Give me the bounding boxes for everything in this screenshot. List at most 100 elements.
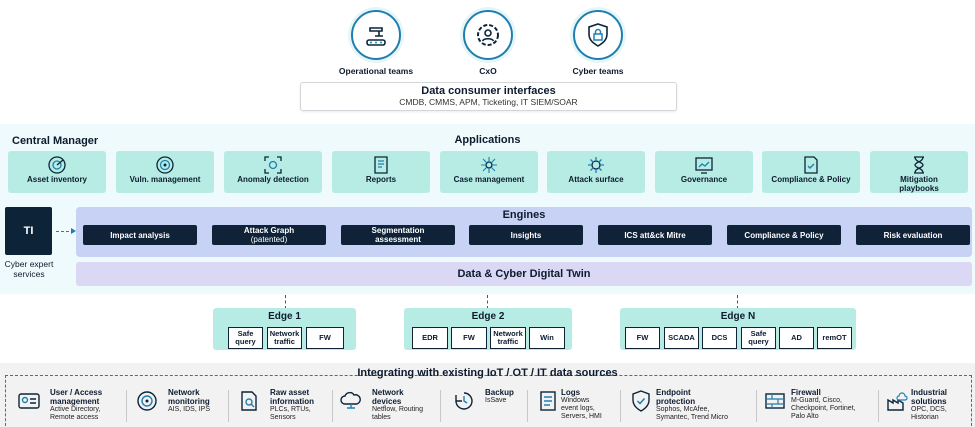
document-check-icon <box>762 155 860 175</box>
app-label: Compliance & Policy <box>771 175 851 184</box>
divider <box>332 390 333 422</box>
radar-target-icon <box>134 388 160 414</box>
app-case-management[interactable]: Case management <box>440 151 538 193</box>
engine-label: Segmentation assessment <box>371 226 425 244</box>
engine-insights[interactable]: Insights <box>469 225 583 245</box>
engine-compliance-policy[interactable]: Compliance & Policy <box>727 225 841 245</box>
persona-label: Cyber teams <box>572 66 624 76</box>
integration-panel <box>0 363 975 427</box>
source-title: Network monitoring <box>168 388 210 406</box>
central-manager-title: Central Manager <box>12 135 99 147</box>
divider <box>527 390 528 422</box>
persona-cyber-teams: Cyber teams <box>553 10 643 76</box>
log-list-icon <box>535 388 561 414</box>
app-label: Governance <box>680 175 728 184</box>
source-title: Firewall <box>791 388 821 397</box>
edge-title: Edge 1 <box>268 311 301 322</box>
edge-1-panel: Edge 1 Safe query Network traffic FW <box>213 308 356 350</box>
edge-chip: Win <box>529 327 565 349</box>
source-desc: Windows event logs, Servers, HMI <box>561 397 602 420</box>
app-label: Asset inventory <box>26 175 88 184</box>
app-reports[interactable]: Reports <box>332 151 430 193</box>
app-label: Mitigation playbooks <box>899 175 939 193</box>
persona-label: Operational teams <box>338 66 414 76</box>
integration-border <box>5 375 972 426</box>
app-asset-inventory[interactable]: Asset inventory <box>8 151 106 193</box>
app-governance[interactable]: Governance <box>655 151 753 193</box>
firewall-icon <box>762 388 788 414</box>
divider <box>878 390 879 422</box>
edge-title: Edge 2 <box>471 311 505 322</box>
source-title: Endpoint protection <box>656 388 696 406</box>
engine-segmentation-assessment[interactable]: Segmentation assessment <box>341 225 455 245</box>
edge-chip: Network traffic <box>267 327 302 349</box>
app-anomaly-detection[interactable]: Anomaly detection <box>224 151 322 193</box>
scan-eye-icon <box>224 155 322 175</box>
report-icon <box>332 155 430 175</box>
network-node-icon <box>440 155 538 175</box>
edge-2-panel: Edge 2 EDR FW Network traffic Win <box>404 308 572 350</box>
integration-title: Integrating with existing IoT / OT / IT … <box>357 367 618 379</box>
edge-chip: SCADA <box>664 327 699 349</box>
engine-label: Compliance & Policy <box>744 230 824 240</box>
engine-attack-graph[interactable]: Attack Graph(patented) <box>212 225 326 245</box>
edge-connector <box>737 295 738 309</box>
app-label: Attack surface <box>568 175 624 184</box>
engines-title: Engines <box>502 209 546 221</box>
ti-arrow <box>56 228 76 234</box>
persona-cxo: CxO <box>443 10 533 76</box>
divider <box>440 390 441 422</box>
engine-label: Risk evaluation <box>883 230 943 240</box>
edge-chip: Safe query <box>228 327 263 349</box>
source-title: Industrial solutions <box>911 388 948 406</box>
factory-cloud-icon <box>884 388 910 414</box>
source-desc: M-Guard, Cisco, Checkpoint, Fortinet, Pa… <box>791 397 856 420</box>
engine-sublabel: (patented) <box>250 235 288 244</box>
engine-label: ICS att&ck Mitre <box>624 230 686 240</box>
data-consumer-interfaces: Data consumer interfaces CMDB, CMMS, APM… <box>300 82 677 111</box>
app-mitigation-playbooks[interactable]: Mitigation playbooks <box>870 151 968 193</box>
source-title: Network devices <box>372 388 404 406</box>
engine-impact-analysis[interactable]: Impact analysis <box>83 225 197 245</box>
consumer-title: Data consumer interfaces <box>421 85 556 97</box>
user-card-icon <box>16 388 42 414</box>
target-icon <box>116 155 214 175</box>
source-desc: Sophos, McAfee, Symantec, Trend Micro <box>656 406 728 421</box>
hourglass-icon <box>870 155 968 175</box>
divider <box>126 390 127 422</box>
source-desc: IsSave <box>485 397 507 404</box>
source-title: Backup <box>485 388 514 397</box>
app-compliance-policy[interactable]: Compliance & Policy <box>762 151 860 193</box>
document-search-icon <box>236 388 262 414</box>
app-attack-surface[interactable]: Attack surface <box>547 151 645 193</box>
shield-lock-icon <box>573 10 623 60</box>
engine-label: Attack Graph <box>243 226 295 235</box>
edge-chip: EDR <box>412 327 448 349</box>
divider <box>756 390 757 422</box>
edge-chip: Network traffic <box>490 327 526 349</box>
ti-caption: Cyber expert services <box>4 259 54 279</box>
source-desc: PLCs, RTUs, Sensors <box>270 406 311 421</box>
dashboard-icon <box>655 155 753 175</box>
engine-risk-evaluation[interactable]: Risk evaluation <box>856 225 970 245</box>
edge-chip: AD <box>779 327 814 349</box>
edge-n-panel: Edge N FW SCADA DCS Safe query AD remOT <box>620 308 856 350</box>
applications-title: Applications <box>454 134 521 146</box>
app-label: Vuln. management <box>129 175 201 184</box>
edge-chip: FW <box>451 327 487 349</box>
persona-operational-teams: Operational teams <box>331 10 421 76</box>
digital-twin-bar: Data & Cyber Digital Twin <box>76 262 972 286</box>
app-label: Case management <box>453 175 525 184</box>
persona-label: CxO <box>479 66 497 76</box>
source-title: Logs <box>561 388 581 397</box>
divider <box>620 390 621 422</box>
app-vuln-management[interactable]: Vuln. management <box>116 151 214 193</box>
engine-ics-attck-mitre[interactable]: ICS att&ck Mitre <box>598 225 712 245</box>
source-desc: Netflow, Routing tables <box>372 406 423 421</box>
